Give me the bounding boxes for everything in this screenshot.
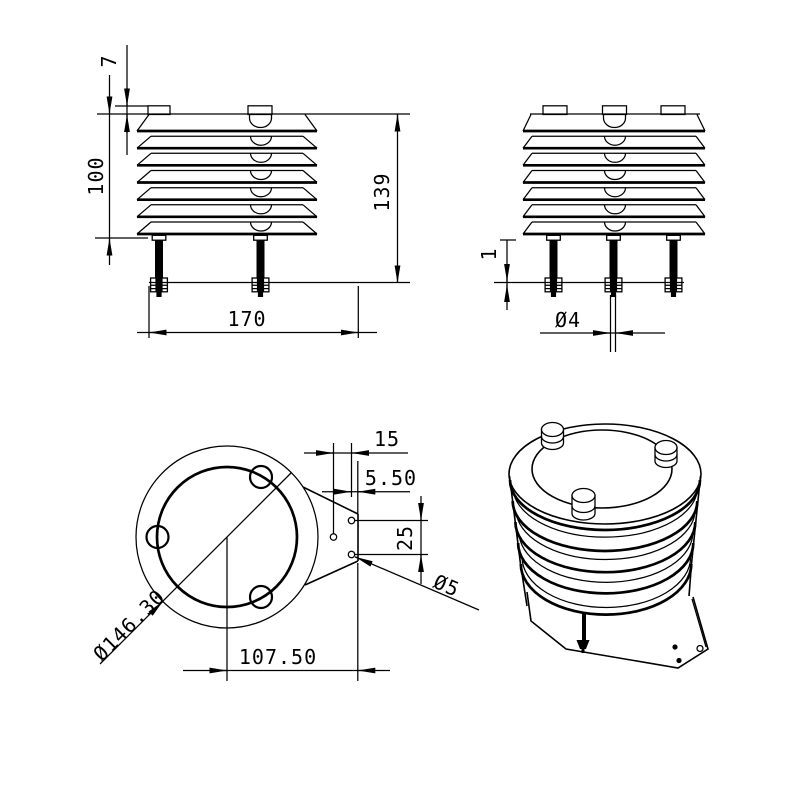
- top-bolt-hole-upper: [248, 464, 274, 490]
- dim-label-hole-offset: 15: [374, 427, 400, 451]
- dim-label-overall-height: 139: [370, 172, 394, 211]
- front-mounting-bolts: [149, 234, 270, 297]
- side-view: 1 Ø4: [477, 105, 706, 352]
- isometric-view: [508, 421, 709, 669]
- iso-top-plate-inner: [531, 429, 673, 509]
- front-tab-center: [247, 105, 273, 116]
- top-bracket: [302, 486, 359, 586]
- top-view: Ø146.30 15 5.50 25: [88, 427, 480, 681]
- iso-center-screw: [576, 612, 590, 653]
- iso-louver-bands: [508, 475, 702, 616]
- dimension-side-bolt-hole: Ø4: [540, 295, 665, 352]
- top-bolt-hole-left: [145, 524, 170, 550]
- dimension-front-overall-height: 139: [370, 114, 401, 283]
- dim-label-edge-offset: 5.50: [365, 466, 417, 490]
- dim-label-small-hole-dia: Ø5: [430, 569, 463, 601]
- dimension-front-louver-height: 100: [84, 75, 148, 265]
- bracket-hole-center: [329, 533, 338, 541]
- plate-hole-3: [696, 644, 704, 653]
- bracket-hole-bottom: [347, 550, 356, 559]
- dimension-top-hole-offset: 15: [304, 427, 408, 534]
- iso-spacer-caps: [540, 421, 678, 521]
- dimension-front-tab-height: 7: [97, 45, 148, 155]
- dim-label-plate-thickness: 1: [477, 247, 501, 260]
- iso-top-plate-outer: [508, 423, 702, 525]
- side-tab-center: [601, 105, 628, 116]
- dim-label-hole-spacing: 25: [393, 525, 417, 551]
- plate-hole-2: [676, 657, 682, 664]
- dimension-top-center-to-edge: 107.50: [183, 563, 390, 681]
- front-view: 7 100 139 170: [84, 45, 410, 338]
- dim-label-louver-height: 100: [84, 156, 108, 195]
- dimension-top-hole-spacing: 25: [355, 496, 428, 584]
- side-louver-stack: [522, 105, 706, 236]
- dim-label-outer-dia: Ø146.30: [88, 584, 170, 666]
- bracket-hole-top: [347, 516, 356, 525]
- dim-label-tab-height: 7: [97, 54, 121, 67]
- plate-hole-1: [672, 644, 678, 650]
- dimension-front-base-width: 170: [137, 286, 377, 338]
- iso-mounting-plate: [526, 591, 709, 669]
- side-mounting-bolts: [544, 234, 683, 297]
- dim-label-center-to-edge: 107.50: [239, 645, 317, 669]
- dimension-top-edge-offset: 5.50: [322, 461, 417, 514]
- side-tab-right: [660, 105, 686, 116]
- dim-label-base-width: 170: [227, 307, 266, 331]
- top-bolt-hole-lower: [248, 584, 274, 610]
- dim-label-bolt-hole-dia: Ø4: [555, 308, 581, 332]
- front-tab-left: [147, 105, 171, 116]
- side-tab-left: [542, 105, 568, 116]
- front-louver-stack: [97, 105, 410, 236]
- dimension-top-outer-diameter: Ø146.30: [88, 472, 292, 666]
- dimension-side-plate-thickness: 1: [477, 239, 516, 310]
- dimension-top-small-hole: Ø5: [354, 556, 480, 611]
